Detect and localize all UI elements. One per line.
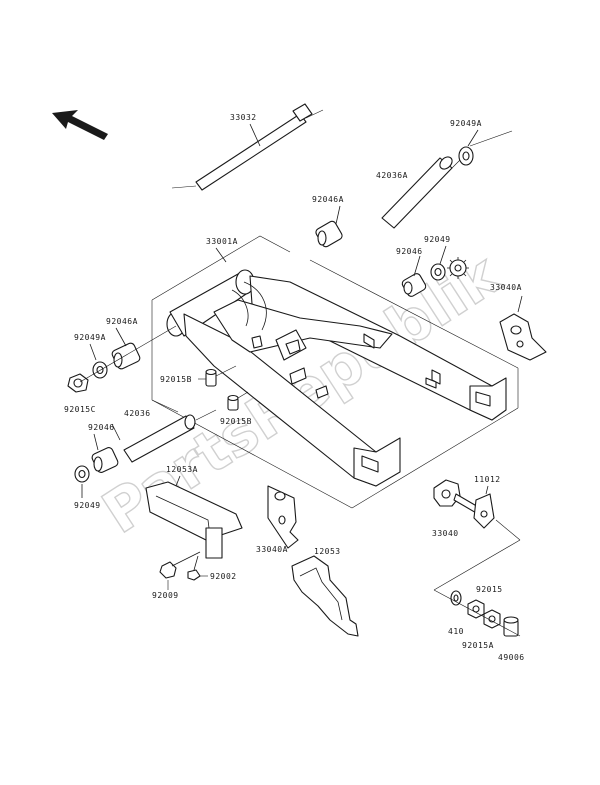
label-410: 410	[448, 627, 464, 636]
label-11012: 11012	[474, 475, 501, 484]
label-92015B-2: 92015B	[220, 417, 252, 426]
label-92015A: 92015A	[462, 641, 494, 650]
plate-33040A-mid	[267, 485, 299, 549]
chain-adjuster-33040	[433, 479, 481, 515]
label-92049A-left: 92049A	[74, 333, 106, 342]
bearing-92046-right	[401, 273, 427, 297]
washer-410	[450, 590, 462, 606]
label-12053A: 12053A	[166, 465, 198, 474]
label-92046-left: 92046	[88, 423, 115, 432]
label-33001A: 33001A	[206, 237, 238, 246]
bushing-92049A-left	[92, 361, 108, 379]
label-92049: 92049	[424, 235, 451, 244]
label-92046A-top: 92046A	[312, 195, 344, 204]
label-33040: 33040	[432, 529, 459, 538]
label-12053: 12053	[314, 547, 341, 556]
pivot-shaft	[171, 103, 324, 191]
grease-nipple-92015B	[205, 368, 217, 387]
label-33040A: 33040A	[490, 283, 522, 292]
bearing-92046A-top	[315, 220, 343, 248]
bushing-92049-left	[74, 465, 90, 483]
grease-nipple-92015B-2	[227, 394, 239, 411]
label-42036: 42036	[124, 409, 151, 418]
bushing-92049-right	[430, 263, 446, 281]
chain-guard-12053A	[145, 481, 243, 559]
swingarm	[151, 235, 519, 509]
direction-arrow-icon	[52, 110, 108, 140]
label-33032: 33032	[230, 113, 257, 122]
bearing-92046-left	[91, 447, 119, 473]
label-92015B: 92015B	[160, 375, 192, 384]
chain-guard-12053	[291, 555, 359, 637]
label-92015: 92015	[476, 585, 503, 594]
bearing-92046A-left	[111, 342, 141, 370]
gear-icon	[447, 257, 469, 279]
label-49006: 49006	[498, 653, 525, 662]
nut-92015	[483, 609, 501, 629]
cap-49006	[503, 616, 519, 637]
sleeve-42036	[123, 414, 196, 463]
label-92049A-top: 92049A	[450, 119, 482, 128]
label-92049-left: 92049	[74, 501, 101, 510]
label-92015C: 92015C	[64, 405, 96, 414]
label-92009: 92009	[152, 591, 179, 600]
label-33040A-mid: 33040A	[256, 545, 288, 554]
sleeve-42036A	[381, 156, 453, 229]
bushing-92049A-top	[458, 146, 474, 166]
bolt-92009	[159, 551, 201, 579]
label-42036A: 42036A	[376, 171, 408, 180]
plate-33040A-right	[499, 313, 547, 361]
collar-92015C	[67, 373, 89, 393]
label-92046A-left: 92046A	[106, 317, 138, 326]
label-92002: 92002	[210, 572, 237, 581]
label-92046-right: 92046	[396, 247, 423, 256]
bolt-92002	[187, 555, 201, 581]
bracket-11012	[473, 493, 495, 529]
